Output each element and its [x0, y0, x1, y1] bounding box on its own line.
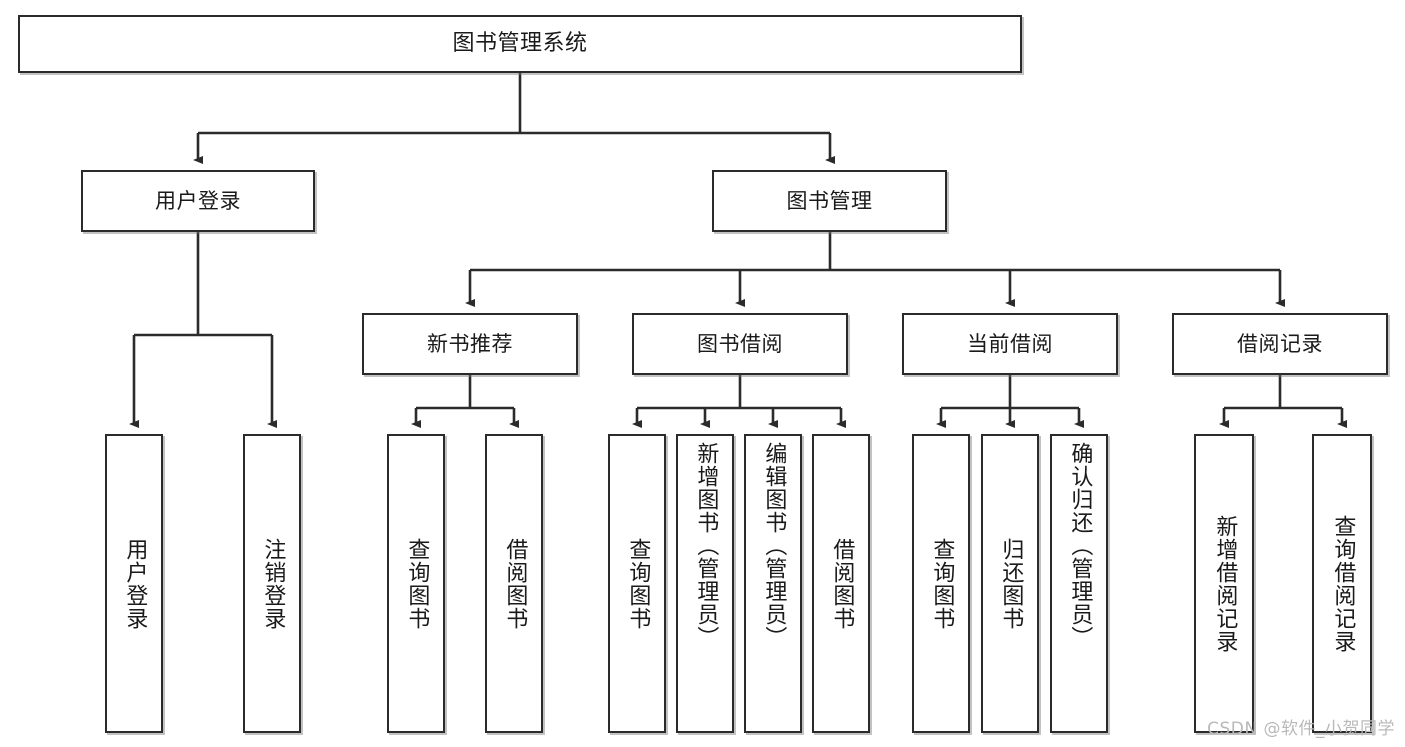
node-label: 当前借阅 [967, 331, 1053, 356]
csdn-watermark: CSDN @软件_小贺同学 [1207, 719, 1395, 739]
node-label: 查询借阅记录 [1330, 514, 1356, 653]
leaf-current-confirm-return-admin[interactable]: 确认归还（管理员） [1050, 434, 1108, 733]
node-label: 图书借阅 [697, 331, 783, 356]
node-label: 借阅图书 [502, 537, 528, 630]
leaf-borrow-query-book[interactable]: 查询图书 [608, 434, 666, 733]
node-label: 用户登录 [155, 188, 241, 213]
leaf-record-query-record[interactable]: 查询借阅记录 [1312, 434, 1372, 733]
node-borrow-record[interactable]: 借阅记录 [1172, 313, 1388, 375]
node-label: 编辑图书（管理员） [761, 442, 787, 649]
node-book-borrow[interactable]: 图书借阅 [632, 313, 848, 375]
node-root-system[interactable]: 图书管理系统 [18, 15, 1022, 73]
node-label: 借阅记录 [1237, 331, 1323, 356]
leaf-borrow-borrow-book[interactable]: 借阅图书 [812, 434, 870, 733]
node-label: 新书推荐 [427, 331, 513, 356]
leaf-user-login-logout[interactable]: 注销登录 [243, 434, 301, 733]
node-label: 查询图书 [404, 537, 430, 630]
node-label: 图书管理系统 [452, 31, 588, 57]
leaf-recommend-borrow-book[interactable]: 借阅图书 [485, 434, 543, 733]
node-user-login[interactable]: 用户登录 [81, 170, 315, 232]
node-label: 图书管理 [786, 188, 873, 213]
node-book-management[interactable]: 图书管理 [712, 170, 947, 232]
leaf-current-query-book[interactable]: 查询图书 [912, 434, 970, 733]
node-current-borrow[interactable]: 当前借阅 [902, 313, 1118, 375]
node-label: 查询图书 [625, 537, 651, 630]
node-label: 新增借阅记录 [1212, 514, 1238, 653]
node-label: 新增图书（管理员） [693, 442, 719, 649]
node-label: 借阅图书 [829, 537, 855, 630]
node-label: 归还图书 [998, 537, 1024, 630]
leaf-recommend-query-book[interactable]: 查询图书 [387, 434, 445, 733]
node-label: 注销登录 [260, 537, 286, 630]
leaf-current-return-book[interactable]: 归还图书 [981, 434, 1039, 733]
node-label: 确认归还（管理员） [1067, 442, 1093, 649]
leaf-borrow-add-book-admin[interactable]: 新增图书（管理员） [676, 434, 734, 733]
leaf-borrow-edit-book-admin[interactable]: 编辑图书（管理员） [744, 434, 802, 733]
leaf-record-add-record[interactable]: 新增借阅记录 [1194, 434, 1254, 733]
leaf-user-login-login[interactable]: 用户登录 [105, 434, 163, 733]
node-label: 查询图书 [929, 537, 955, 630]
node-new-book-recommend[interactable]: 新书推荐 [362, 313, 578, 375]
node-label: 用户登录 [122, 537, 148, 630]
